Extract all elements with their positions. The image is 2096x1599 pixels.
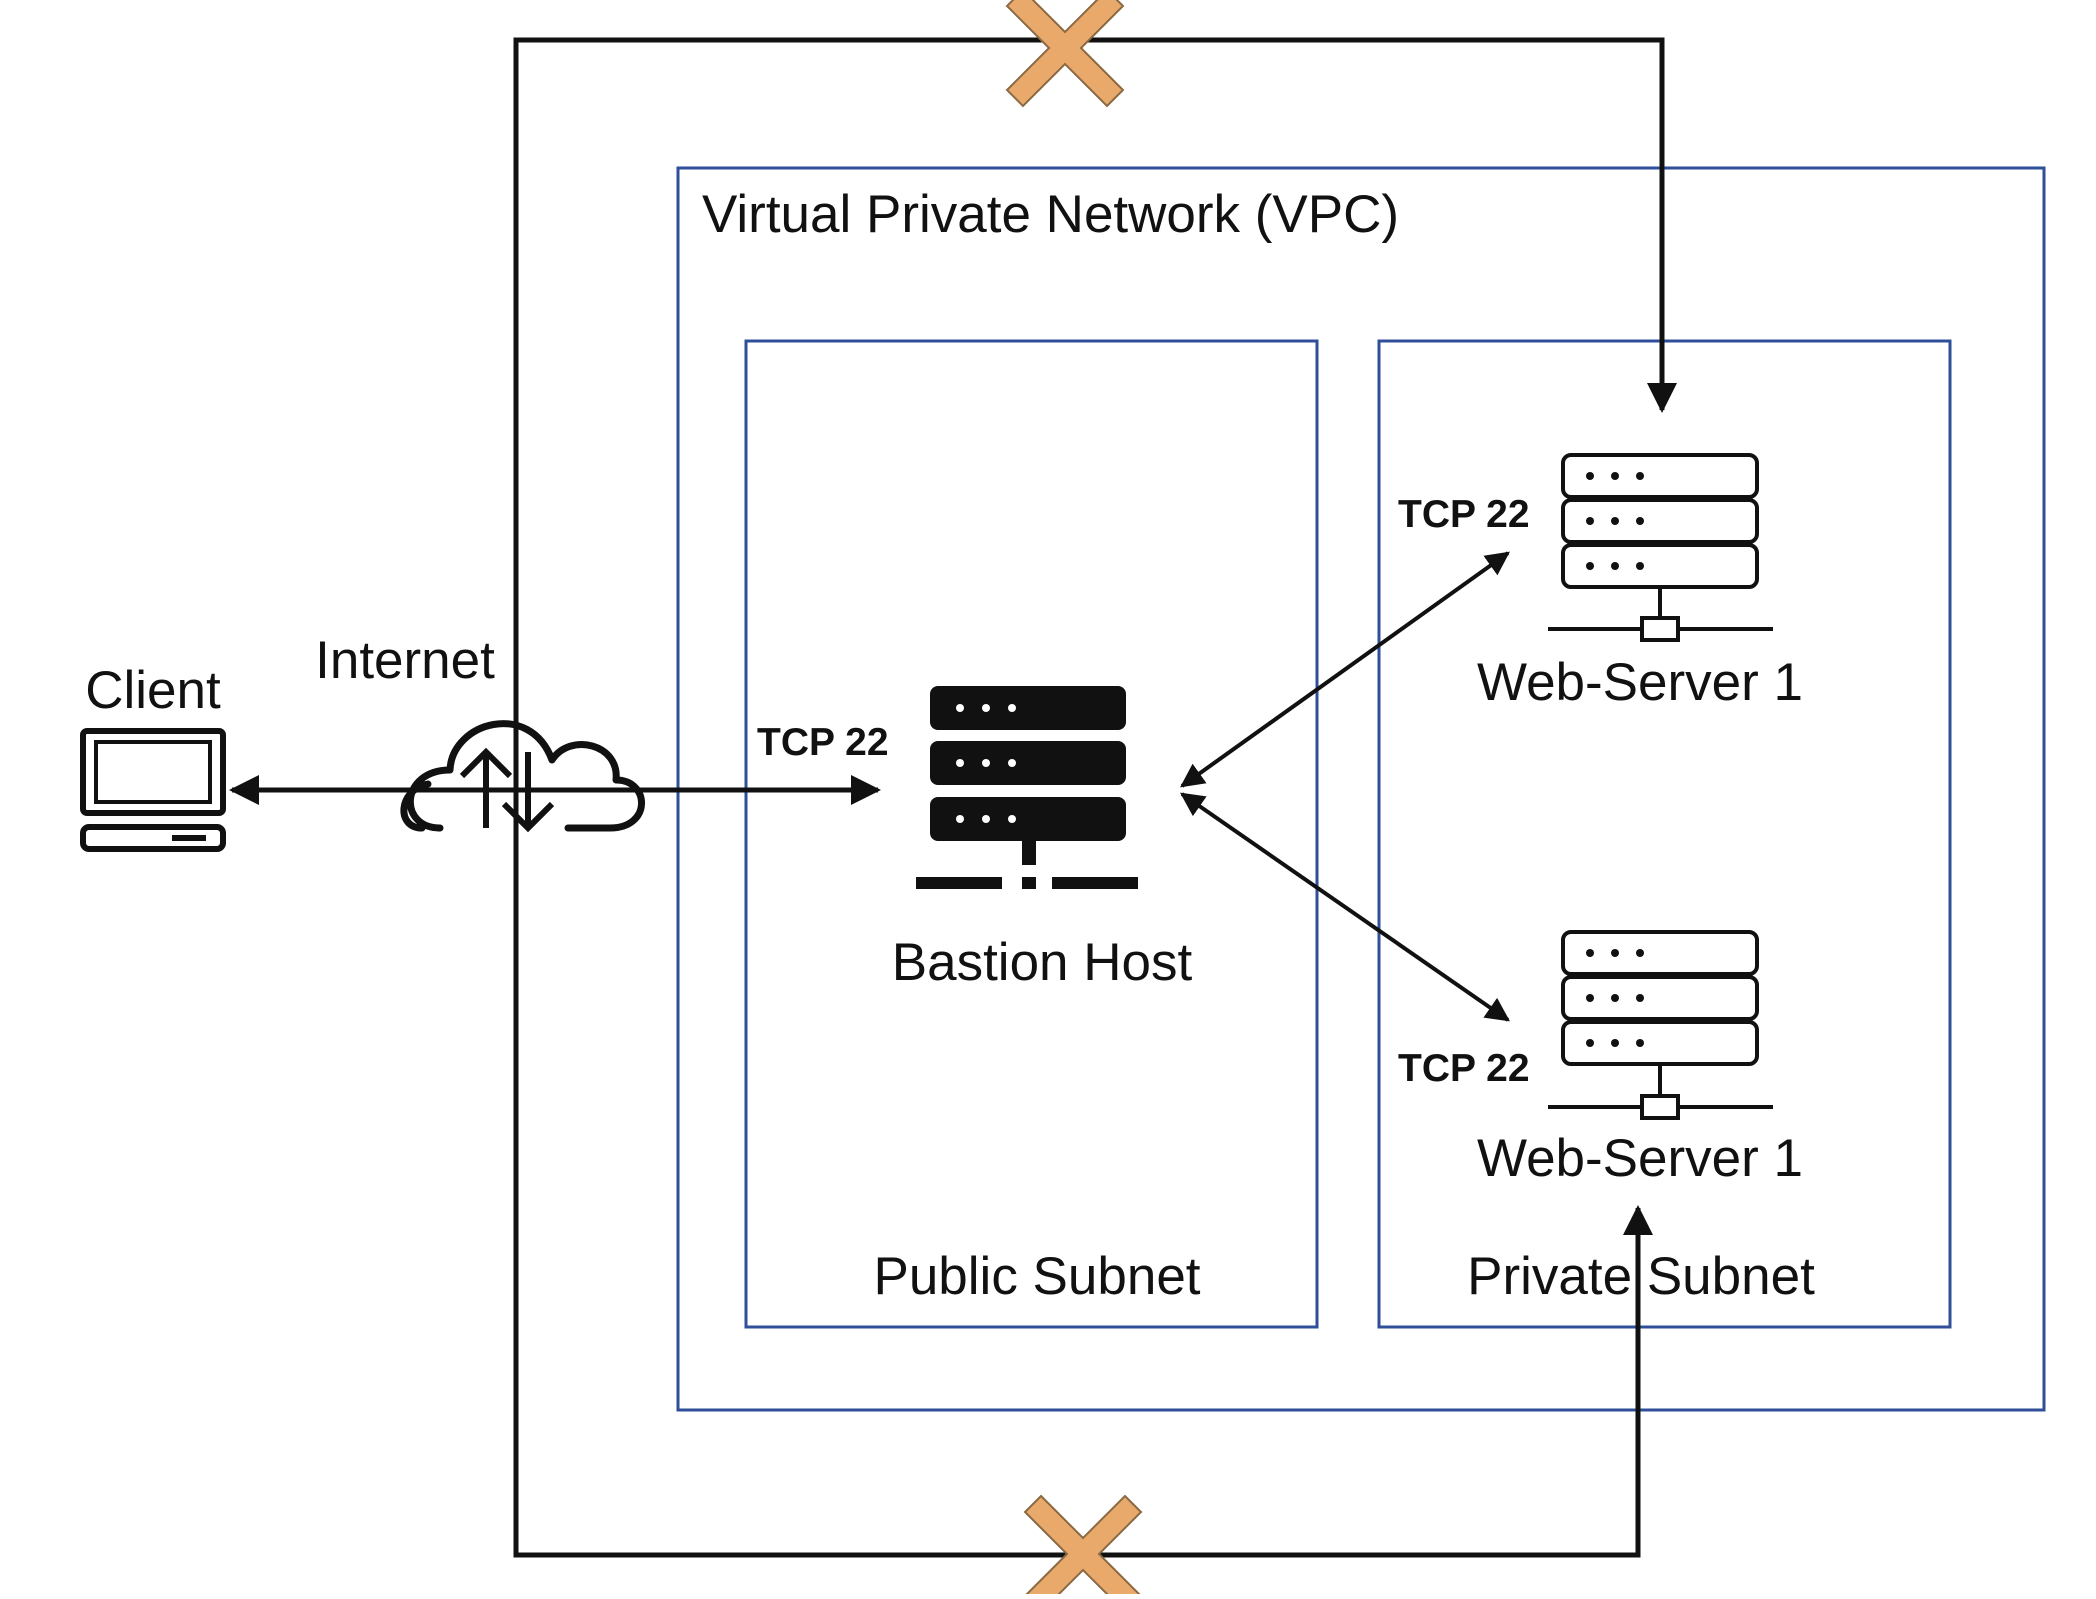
vpc-container xyxy=(676,166,2046,1412)
bastion-to-web-server-1-connection xyxy=(1180,551,1510,788)
blocked-path-to-web-server-2 xyxy=(513,790,1653,1558)
bastion-to-web-server-2-connection xyxy=(1180,792,1510,1022)
private-subnet-label: Private Subnet xyxy=(1467,1247,1815,1306)
vpc-label: Virtual Private Network (VPC) xyxy=(702,185,1399,244)
web-server-1-label: Web-Server 1 xyxy=(1477,653,1803,712)
client-label: Client xyxy=(85,661,221,720)
web-server-2-port-label: TCP 22 xyxy=(1398,1047,1530,1090)
laptop-icon xyxy=(80,728,226,852)
internet-label: Internet xyxy=(315,631,495,690)
blocked-x-icon xyxy=(1005,0,1125,108)
bastion-port-label: TCP 22 xyxy=(757,721,889,764)
blocked-x-icon xyxy=(1023,1494,1143,1599)
web-server-1-port-label: TCP 22 xyxy=(1398,493,1530,536)
bastion-host-label: Bastion Host xyxy=(892,933,1193,992)
web-server-2-label: Web-Server 1 xyxy=(1477,1129,1803,1188)
public-subnet-label: Public Subnet xyxy=(873,1247,1200,1306)
server-icon xyxy=(1548,930,1773,1120)
server-icon xyxy=(1548,453,1773,642)
server-icon xyxy=(916,686,1138,889)
cloud-upload-download-icon xyxy=(400,720,645,833)
